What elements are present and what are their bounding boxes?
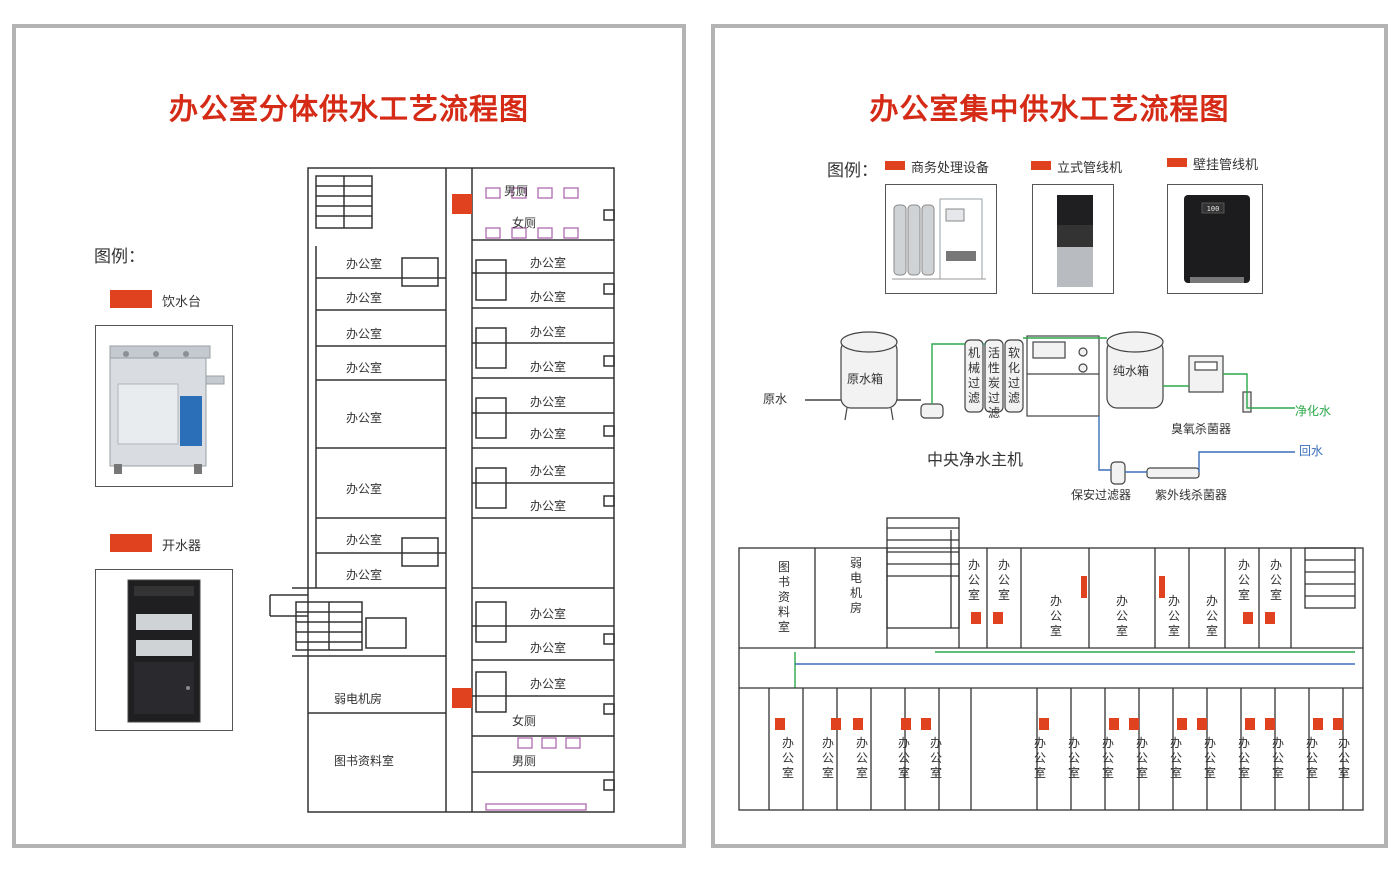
room-office: 办公室	[1271, 736, 1284, 780]
split-supply-floor-plan	[269, 167, 615, 813]
room-office: 办公室	[1269, 558, 1282, 602]
wall-mounted-pipeline-dispenser-icon: 100	[1167, 184, 1263, 294]
room-office: 办公室	[346, 327, 383, 341]
ro-treatment-equipment-icon	[885, 184, 997, 294]
room-library: 图书资料室	[777, 560, 790, 634]
room-office: 办公室	[530, 427, 567, 441]
room-women-toilet-north: 女厕	[512, 216, 537, 230]
room-women-toilet-south: 女厕	[512, 714, 537, 728]
room-office: 办公室	[346, 411, 383, 425]
room-office: 办公室	[346, 482, 383, 496]
room-office: 办公室	[967, 558, 980, 602]
label-soft-filter: 软化过滤	[1007, 346, 1020, 405]
room-library: 图书资料室	[334, 754, 395, 768]
room-office: 办公室	[1203, 736, 1216, 780]
legend-swatch-fountain	[110, 290, 152, 308]
room-office: 办公室	[346, 568, 383, 582]
drinking-fountain-icon	[95, 325, 233, 487]
left-legend-heading: 图例：	[94, 247, 145, 267]
room-office: 办公室	[897, 736, 910, 780]
room-office: 办公室	[530, 464, 567, 478]
room-weak-current: 弱电机房	[849, 556, 862, 615]
legend-swatch-wall	[1167, 158, 1187, 167]
label-carbon-filter: 活性炭过滤	[987, 346, 1000, 420]
legend-label-fountain: 饮水台	[162, 295, 202, 310]
room-office: 办公室	[530, 499, 567, 513]
legend-label-wall: 壁挂管线机	[1193, 158, 1259, 173]
room-office: 办公室	[346, 361, 383, 375]
label-return: 回水	[1299, 444, 1324, 458]
room-office: 办公室	[781, 736, 794, 780]
room-office: 办公室	[346, 257, 383, 271]
legend-label-boiler: 开水器	[162, 539, 202, 554]
label-raw-tank: 原水箱	[847, 372, 884, 386]
room-office: 办公室	[530, 325, 567, 339]
label-ozone: 臭氧杀菌器	[1171, 422, 1232, 436]
room-office: 办公室	[346, 291, 383, 305]
room-men-toilet-south: 男厕	[512, 754, 537, 768]
room-office: 办公室	[1237, 736, 1250, 780]
room-men-toilet-north: 男厕	[504, 184, 529, 198]
room-office: 办公室	[855, 736, 868, 780]
left-panel-title: 办公室分体供水工艺流程图	[168, 92, 529, 126]
room-office: 办公室	[929, 736, 942, 780]
label-purified: 净化水	[1295, 404, 1332, 418]
room-weak-current: 弱电机房	[334, 692, 383, 706]
room-office: 办公室	[530, 256, 567, 270]
wall-unit-display: 100	[1207, 205, 1220, 213]
room-office: 办公室	[1167, 594, 1180, 638]
room-office: 办公室	[346, 533, 383, 547]
room-office: 办公室	[1305, 736, 1318, 780]
label-uv: 紫外线杀菌器	[1155, 488, 1228, 502]
label-security-filter: 保安过滤器	[1071, 488, 1132, 502]
dispenser-marker-south	[452, 688, 472, 708]
legend-swatch-boiler	[110, 534, 152, 552]
room-office: 办公室	[1169, 736, 1182, 780]
label-raw-water: 原水	[763, 392, 788, 406]
room-office: 办公室	[1115, 594, 1128, 638]
room-office: 办公室	[1205, 594, 1218, 638]
room-office: 办公室	[530, 607, 567, 621]
label-central-host: 中央净水主机	[927, 450, 1024, 469]
standing-pipeline-dispenser-icon	[1032, 184, 1114, 294]
right-legend-heading: 图例：	[827, 161, 878, 181]
dispenser-marker-north	[452, 194, 472, 214]
room-office: 办公室	[1101, 736, 1114, 780]
label-mech-filter: 机械过滤	[967, 346, 980, 405]
room-office: 办公室	[530, 677, 567, 691]
room-office: 办公室	[1237, 558, 1250, 602]
central-supply-panel: 办公室集中供水工艺流程图 图例： 商务处理设备 立式管线机 壁挂管线机 100	[711, 24, 1388, 848]
room-office: 办公室	[1049, 594, 1062, 638]
label-pure-tank: 纯水箱	[1113, 364, 1150, 378]
right-panel-title: 办公室集中供水工艺流程图	[869, 92, 1230, 126]
legend-swatch-standing	[1031, 161, 1051, 170]
room-office: 办公室	[530, 395, 567, 409]
room-office: 办公室	[1337, 736, 1350, 780]
room-office: 办公室	[530, 290, 567, 304]
room-office: 办公室	[1135, 736, 1148, 780]
room-office: 办公室	[821, 736, 834, 780]
room-office: 办公室	[1033, 736, 1046, 780]
water-boiler-icon	[95, 569, 233, 731]
legend-label-standing: 立式管线机	[1057, 161, 1123, 176]
split-supply-panel: 办公室分体供水工艺流程图 图例： 饮水台 开水器	[12, 24, 686, 848]
room-office: 办公室	[530, 360, 567, 374]
room-office: 办公室	[530, 641, 567, 655]
legend-swatch-ro	[885, 161, 905, 170]
room-office: 办公室	[997, 558, 1010, 602]
central-process-flow	[738, 331, 1364, 811]
room-office: 办公室	[1067, 736, 1080, 780]
legend-label-ro: 商务处理设备	[911, 161, 990, 176]
